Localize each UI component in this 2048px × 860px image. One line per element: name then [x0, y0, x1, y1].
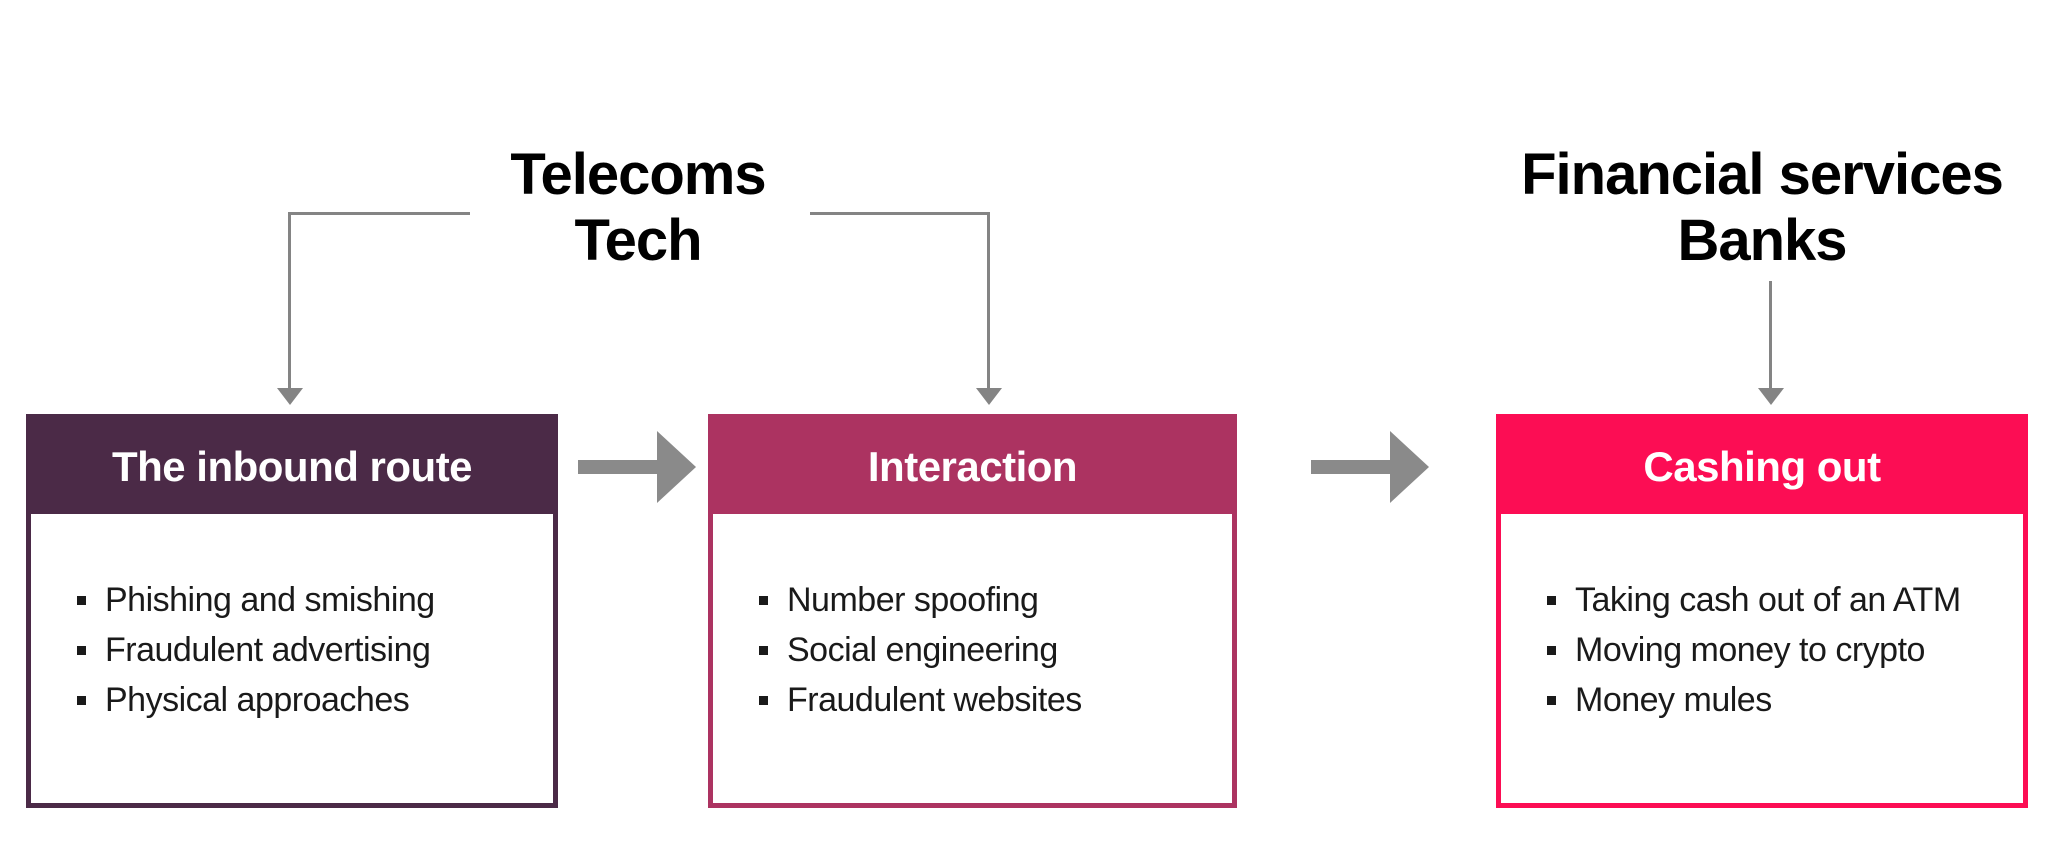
arrow-shaft [1311, 460, 1391, 474]
label-telecoms-tech: Telecoms Tech [388, 142, 888, 274]
bullet-square-icon [77, 695, 86, 705]
label-tech-line: Tech [574, 208, 702, 273]
bullet-text: Moving money to crypto [1575, 631, 1925, 669]
bullet-item: Moving money to crypto [1547, 625, 2003, 675]
arrow-down-icon [976, 388, 1002, 405]
bullet-square-icon [759, 695, 768, 705]
arrow-right-icon [578, 431, 696, 503]
box-inbound-route-header: The inbound route [31, 419, 553, 514]
connector-line-horizontal-left [288, 212, 470, 215]
arrow-head [657, 431, 696, 503]
connector-line-vertical-to-box3 [1769, 281, 1772, 390]
bullet-item: Number spoofing [759, 575, 1212, 625]
bullet-text: Number spoofing [787, 581, 1039, 619]
box-cashing-out-body: Taking cash out of an ATM Moving money t… [1501, 514, 2023, 725]
label-banks-line: Banks [1677, 208, 1847, 273]
bullet-list: Taking cash out of an ATM Moving money t… [1547, 575, 2003, 725]
arrow-down-icon [277, 388, 303, 405]
label-financial-services-banks: Financial services Banks [1412, 142, 2048, 274]
box-interaction-body: Number spoofing Social engineering Fraud… [713, 514, 1232, 725]
connector-line-vertical-to-box1 [288, 212, 291, 390]
bullet-text: Fraudulent websites [787, 681, 1082, 719]
bullet-square-icon [1547, 645, 1556, 655]
bullet-text: Taking cash out of an ATM [1575, 581, 1961, 619]
bullet-square-icon [77, 645, 86, 655]
bullet-square-icon [759, 595, 768, 605]
bullet-square-icon [77, 595, 86, 605]
bullet-text: Money mules [1575, 681, 1772, 719]
bullet-text: Social engineering [787, 631, 1058, 669]
bullet-square-icon [1547, 595, 1556, 605]
box-title: Cashing out [1643, 442, 1881, 490]
arrow-shaft [578, 460, 658, 474]
box-title: Interaction [867, 442, 1078, 490]
bullet-item: Physical approaches [77, 675, 533, 725]
box-inbound-route: The inbound route Phishing and smishing … [26, 414, 558, 808]
bullet-item: Social engineering [759, 625, 1212, 675]
bullet-item: Phishing and smishing [77, 575, 533, 625]
arrow-right-icon [1311, 431, 1429, 503]
bullet-item: Fraudulent advertising [77, 625, 533, 675]
bullet-square-icon [759, 645, 768, 655]
arrow-down-icon [1758, 388, 1784, 405]
connector-line-horizontal-right [810, 212, 990, 215]
bullet-item: Money mules [1547, 675, 2003, 725]
arrow-head [1390, 431, 1429, 503]
bullet-text: Fraudulent advertising [105, 631, 431, 669]
bullet-text: Phishing and smishing [105, 581, 435, 619]
label-telecoms-line: Telecoms [510, 142, 766, 207]
box-interaction-header: Interaction [713, 419, 1232, 514]
bullet-list: Phishing and smishing Fraudulent adverti… [77, 575, 533, 725]
connector-line-vertical-to-box2 [987, 212, 990, 390]
box-inbound-route-body: Phishing and smishing Fraudulent adverti… [31, 514, 553, 725]
box-interaction: Interaction Number spoofing Social engin… [708, 414, 1237, 808]
box-title: The inbound route [111, 442, 473, 490]
box-cashing-out: Cashing out Taking cash out of an ATM Mo… [1496, 414, 2028, 808]
bullet-square-icon [1547, 695, 1556, 705]
bullet-item: Taking cash out of an ATM [1547, 575, 2003, 625]
bullet-text: Physical approaches [105, 681, 410, 719]
bullet-list: Number spoofing Social engineering Fraud… [759, 575, 1212, 725]
box-cashing-out-header: Cashing out [1501, 419, 2023, 514]
bullet-item: Fraudulent websites [759, 675, 1212, 725]
label-financial-services-line: Financial services [1521, 142, 2004, 207]
